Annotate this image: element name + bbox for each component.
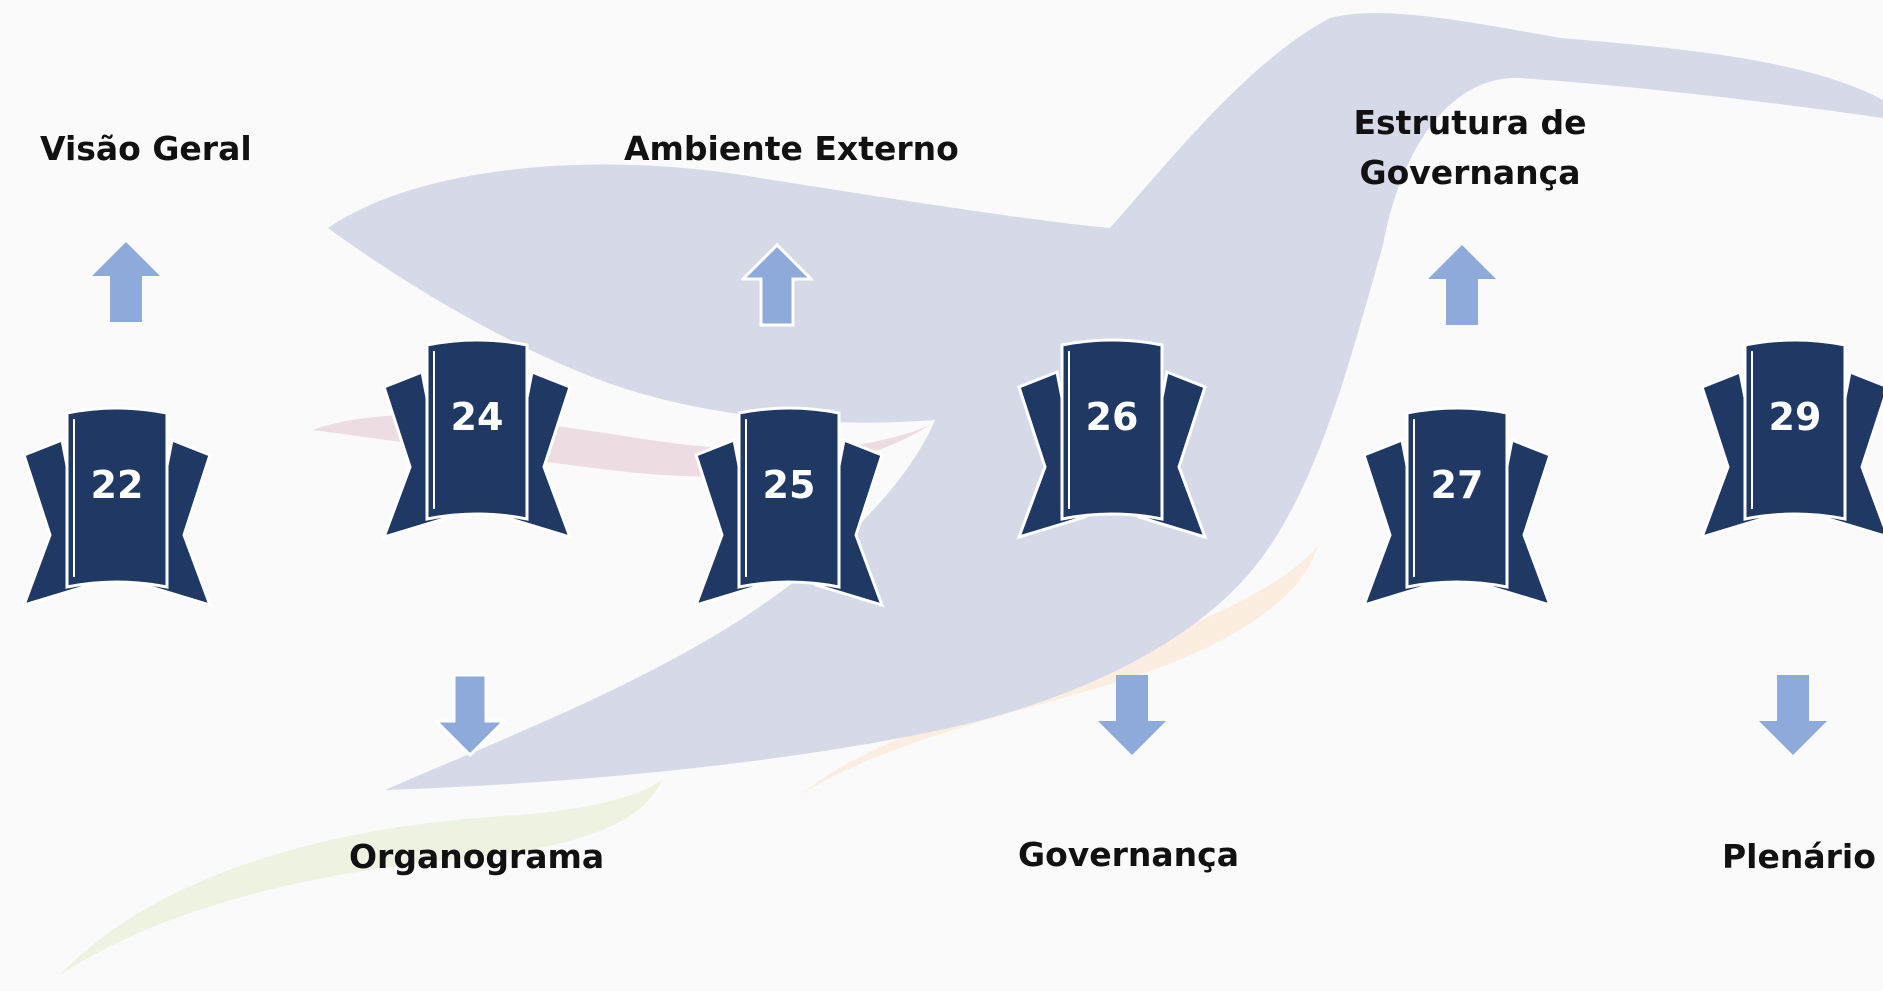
badge-number: 29 [1768,395,1822,439]
label-visao-geral[interactable]: Visão Geral [40,129,252,168]
ribbon-badge-icon [1699,338,1883,540]
badge-24[interactable]: 24 [372,337,582,540]
label-estrutura-de-governanca[interactable]: Estrutura de Governança [1353,103,1587,192]
label-plenario[interactable]: Plenário [1722,837,1876,876]
label-organograma[interactable]: Organograma [349,837,605,876]
badge-27[interactable]: 27 [1352,405,1562,608]
badge-number: 25 [762,463,816,507]
badge-number: 26 [1085,395,1139,439]
arrow-up-icon [741,243,813,327]
badge-26[interactable]: 26 [1007,337,1217,540]
arrow-down-icon [434,673,506,757]
wing-green-swoosh [60,780,662,975]
arrow-down-icon [1757,673,1829,757]
badge-number: 22 [90,463,144,507]
ribbon-badge-icon [1361,406,1553,608]
ribbon-badge-icon [21,406,213,608]
badge-22[interactable]: 22 [12,405,222,608]
arrow-up-icon [1426,243,1498,327]
label-governanca[interactable]: Governança [1018,835,1240,874]
arrow-down-icon [1096,673,1168,757]
label-ambiente-externo[interactable]: Ambiente Externo [624,129,959,168]
badge-25[interactable]: 25 [684,405,894,608]
wing-orange-swoosh [800,545,1318,795]
badge-number: 24 [450,395,504,439]
arrow-up-icon [90,240,162,324]
badge-number: 27 [1430,463,1484,507]
ribbon-badge-icon [693,406,885,608]
badge-29[interactable]: 29 [1690,337,1883,540]
ribbon-badge-icon [1016,338,1208,540]
ribbon-badge-icon [381,338,573,540]
